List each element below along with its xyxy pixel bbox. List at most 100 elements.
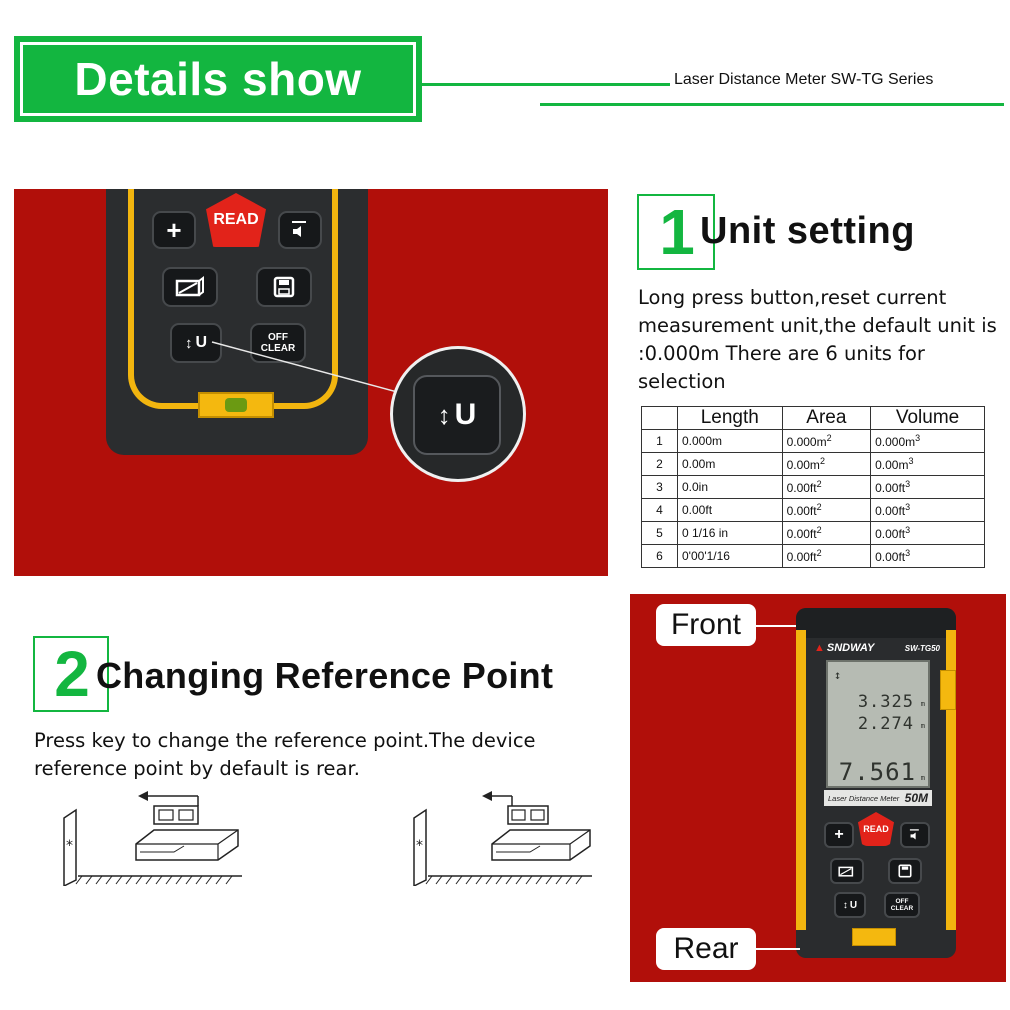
product-plus-key: +: [824, 822, 854, 848]
lcd-row3-unit: m: [920, 774, 925, 782]
header-divider-bottom: [540, 103, 1004, 106]
volume-value: 0.00ft: [875, 527, 906, 541]
volume-exponent: 3: [905, 548, 911, 558]
row-volume: 0.00ft3: [870, 521, 985, 545]
speaker-icon: [292, 221, 306, 237]
svg-text:*: *: [416, 838, 423, 854]
area-exponent: 2: [816, 548, 822, 558]
device-left-trim: [796, 630, 806, 930]
volume-exponent: 3: [915, 433, 921, 443]
volume-value: 0.00ft: [875, 481, 906, 495]
save-icon: [273, 276, 295, 298]
area-exponent: 2: [816, 502, 822, 512]
brand-logo: ▲SNDWAY: [814, 642, 874, 654]
front-reference-diagram: *: [413, 791, 592, 886]
product-range: 50M: [904, 791, 928, 805]
row-index: 1: [641, 429, 678, 453]
area-icon: [175, 276, 204, 297]
product-clear-label: CLEAR: [890, 905, 914, 912]
section1-number: 1: [637, 194, 715, 270]
row-length: 0.00ft: [677, 498, 783, 522]
product-reference-icon: ↕: [842, 899, 848, 911]
area-value: 0.00m: [786, 458, 820, 472]
row-length: 0 1/16 in: [677, 521, 783, 545]
product-unit-key-label: U: [849, 899, 858, 911]
volume-exponent: 3: [905, 525, 911, 535]
area-exponent: 2: [816, 479, 822, 489]
clear-label: CLEAR: [260, 343, 296, 354]
reference-icon-zoomed: ↕: [437, 399, 451, 430]
section2-number: 2: [33, 636, 109, 712]
row-length: 0.0in: [677, 475, 783, 499]
plus-key: +: [152, 211, 196, 249]
product-device: ▲SNDWAY SW-TG50 ↕ 3.325 m 2.274 m 7.561 …: [796, 608, 956, 958]
product-off-clear-key: OFF CLEAR: [884, 892, 920, 918]
product-unit-key: ↕U: [834, 892, 866, 918]
front-label: Front: [656, 604, 756, 646]
product-label-strip: Laser Distance Meter 50M: [824, 790, 932, 806]
row-area: 0.00ft2: [781, 544, 872, 568]
svg-text:*: *: [66, 838, 73, 854]
save-key: [256, 267, 312, 307]
section2-description: Press key to change the reference point.…: [34, 729, 536, 780]
row-volume: 0.00ft3: [870, 475, 985, 499]
bottom-bubble-level: [852, 928, 896, 946]
area-value: 0.00ft: [786, 481, 817, 495]
device-keypad: + READ ↕U OFF CLEAR: [106, 189, 368, 455]
lcd-row2: 2.274: [857, 714, 914, 734]
area-exponent: 2: [816, 525, 822, 535]
area-key: [162, 267, 218, 307]
volume-value: 0.00m: [875, 458, 909, 472]
unit-key: ↕U: [170, 323, 222, 363]
lcd-row3: 7.561: [838, 758, 916, 786]
product-speaker-icon: [909, 829, 919, 840]
header-banner-border: Details show: [20, 42, 416, 116]
header-volume: Volume: [870, 406, 985, 430]
area-value: 0.00ft: [786, 504, 817, 518]
brand-name: SNDWAY: [826, 642, 875, 654]
volume-value: 0.000m: [875, 435, 916, 449]
series-name: Laser Distance Meter SW-TG Series: [674, 71, 934, 88]
volume-value: 0.00ft: [875, 550, 906, 564]
unit-key-zoomed: ↕U: [413, 375, 501, 455]
speaker-key: [278, 211, 322, 249]
row-index: 4: [641, 498, 678, 522]
lcd-screen: ↕ 3.325 m 2.274 m 7.561 m: [826, 660, 930, 788]
row-length: 0.00m: [677, 452, 783, 476]
area-value: 0.00ft: [786, 550, 817, 564]
page-title: Details show: [74, 53, 362, 105]
device-top-cap: [796, 608, 956, 638]
row-index: 6: [641, 544, 678, 568]
unit-key-zoomed-label: U: [454, 398, 477, 431]
product-off-label: OFF: [895, 898, 909, 905]
row-index: 5: [641, 521, 678, 545]
unit-key-zoom: ↕U: [390, 346, 526, 482]
row-area: 0.00ft2: [781, 521, 872, 545]
brand-row: ▲SNDWAY SW-TG50: [814, 642, 940, 654]
row-area: 0.00ft2: [781, 475, 872, 499]
rear-reference-diagram: *: [63, 791, 242, 886]
product-label: Laser Distance Meter: [828, 793, 900, 803]
product-speaker-key: [900, 822, 930, 848]
row-volume: 0.00ft3: [870, 544, 985, 568]
header-divider-top: [422, 83, 670, 86]
lcd-row1: 3.325: [857, 692, 914, 712]
product-read-key: READ: [858, 812, 894, 846]
front-label-line: [750, 625, 796, 627]
side-bubble-level: [940, 670, 956, 710]
row-length: 0'00'1/16: [677, 544, 783, 568]
unit-table-header: Length Area Volume: [641, 406, 985, 430]
row-volume: 0.00ft3: [870, 498, 985, 522]
device-right-trim: [946, 630, 956, 930]
row-volume: 0.00m3: [870, 452, 985, 476]
bubble-level: [198, 392, 274, 418]
lcd-row1-unit: m: [920, 700, 925, 708]
lcd-row2-unit: m: [920, 722, 925, 730]
area-exponent: 2: [819, 456, 825, 466]
